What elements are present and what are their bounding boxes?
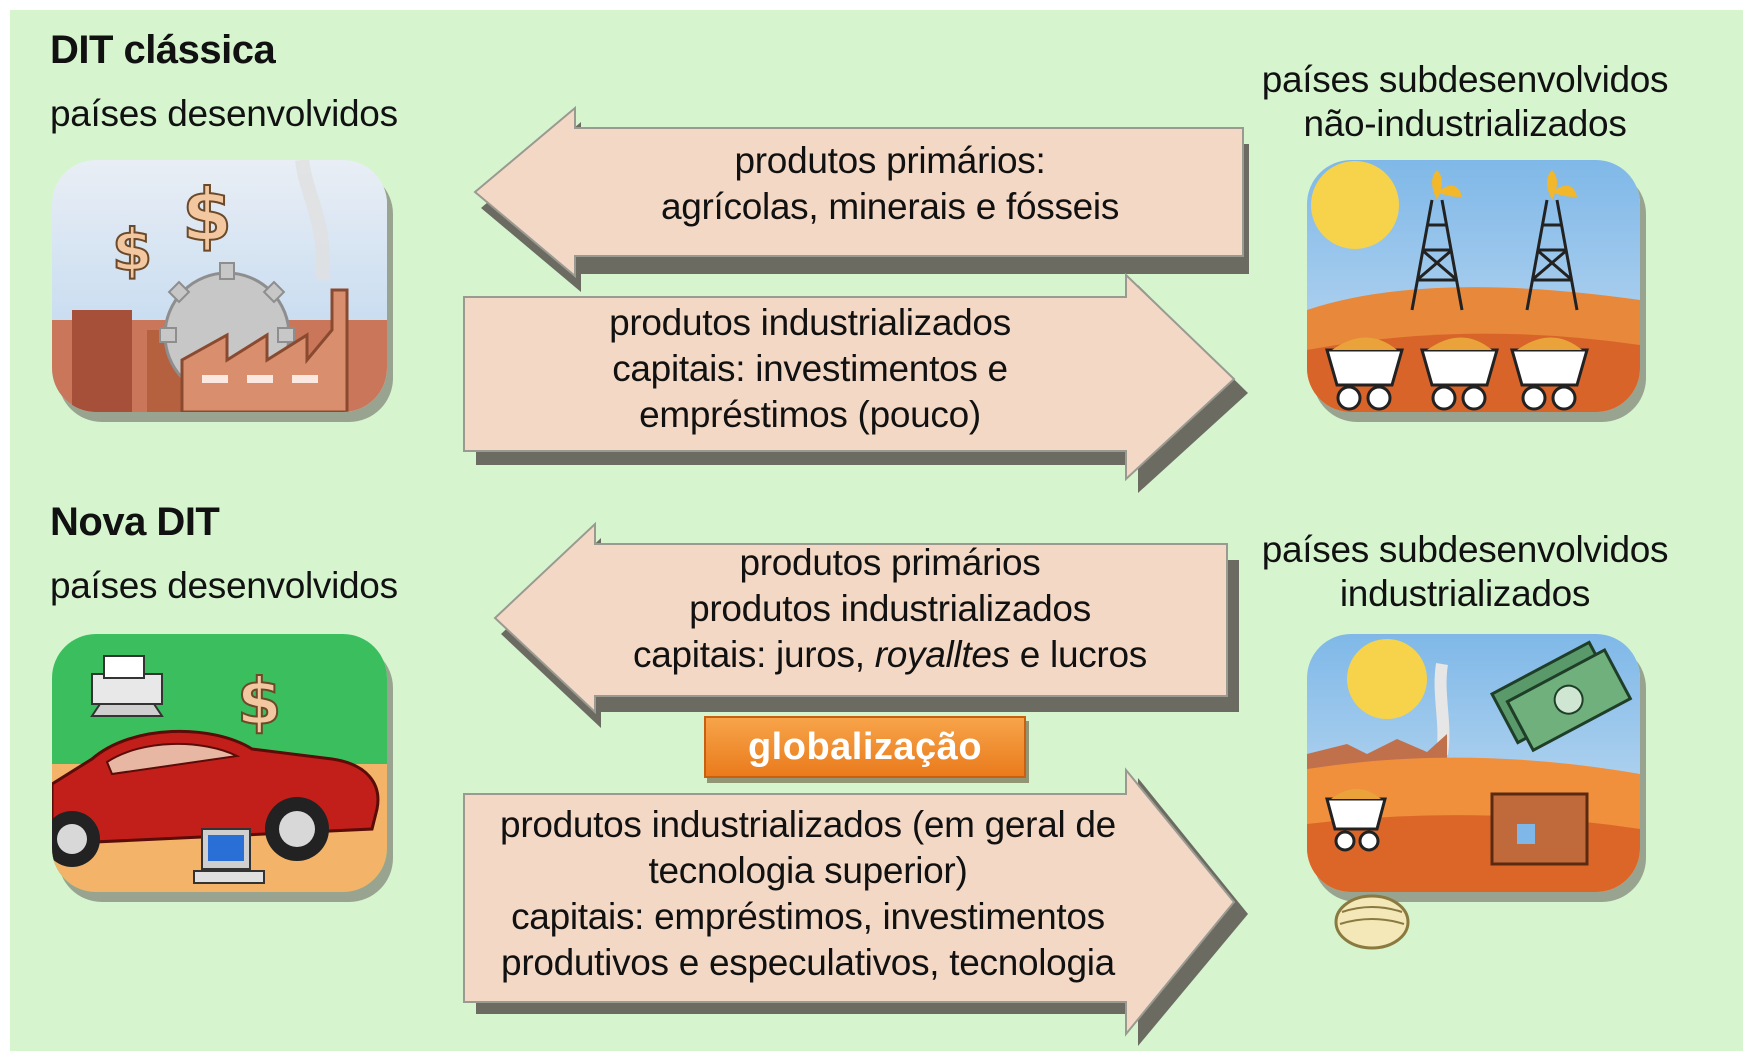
classic-developed-label: países desenvolvidos (50, 93, 398, 134)
arrow-text-segment: capitais: juros, (633, 634, 875, 675)
new-underdeveloped-label: países subdesenvolvidos industrializados (1230, 528, 1700, 616)
new-industrial-products-arrow-text: produtos industrializados (em geral de t… (458, 802, 1158, 986)
arrow-text-line: agrícolas, minerais e fósseis (660, 186, 1120, 227)
svg-text:$: $ (182, 173, 232, 257)
svg-text:$: $ (112, 216, 152, 284)
arrow-text-line: produtos industrializados (em geral de (500, 804, 1116, 845)
arrow-text-segment: e lucros (1009, 634, 1147, 675)
arrow-text-line: produtivos e especulativos, tecnologia (501, 942, 1115, 983)
industrial-products-right-arrow (463, 272, 1248, 493)
arrow-text-italic-segment: royalltes (874, 634, 1010, 675)
grain-sack-icon (1334, 894, 1410, 950)
arrow-text-line: produtos industrializados (689, 588, 1091, 629)
arrow-text-line: empréstimos (pouco) (639, 394, 981, 435)
arrow-text-line: capitais: investimentos e (612, 348, 1008, 389)
new-primary-products-left-arrow (493, 521, 1239, 728)
new-underdeveloped-label-line2: industrializados (1339, 573, 1591, 614)
car-computer-and-dollar-icon: $ (52, 634, 387, 892)
classic-underdeveloped-label: países subdesenvolvidos não-industrializ… (1230, 58, 1700, 146)
oil-derricks-and-ore-carts-icon (1307, 160, 1640, 412)
arrow-text-line: tecnologia superior) (648, 850, 968, 891)
arrow-text-line: produtos primários (739, 542, 1041, 583)
arrow-text-line: produtos primários: (734, 140, 1046, 181)
new-primary-products-arrow-text: produtos primários produtos industrializ… (570, 540, 1210, 678)
industrial-products-arrow-text: produtos industrializados capitais: inve… (480, 300, 1140, 438)
svg-text:$: $ (237, 666, 282, 740)
factory-with-dollar-signs-icon: $ $ (52, 160, 387, 412)
primary-products-arrow-text: produtos primários: agrícolas, minerais … (570, 138, 1210, 230)
primary-products-left-arrow (473, 105, 1249, 292)
globalization-badge: globalização (704, 716, 1026, 778)
new-underdeveloped-label-line1: países subdesenvolvidos (1261, 529, 1669, 570)
arrow-text-line: capitais: juros, royalltes e lucros (570, 632, 1210, 678)
new-industrial-products-right-arrow (463, 767, 1248, 1046)
factory-money-and-ore-cart-icon (1307, 634, 1640, 892)
classic-underdeveloped-label-line1: países subdesenvolvidos (1261, 59, 1669, 100)
arrow-text-line: capitais: empréstimos, investimentos (511, 896, 1105, 937)
dit-diagram: DIT clássica países desenvolvidos países… (10, 10, 1743, 1051)
new-dit-title: Nova DIT (50, 500, 220, 544)
classic-dit-title: DIT clássica (50, 28, 276, 72)
new-developed-label: países desenvolvidos (50, 565, 398, 606)
classic-underdeveloped-label-line2: não-industrializados (1303, 103, 1627, 144)
arrow-text-line: produtos industrializados (609, 302, 1011, 343)
